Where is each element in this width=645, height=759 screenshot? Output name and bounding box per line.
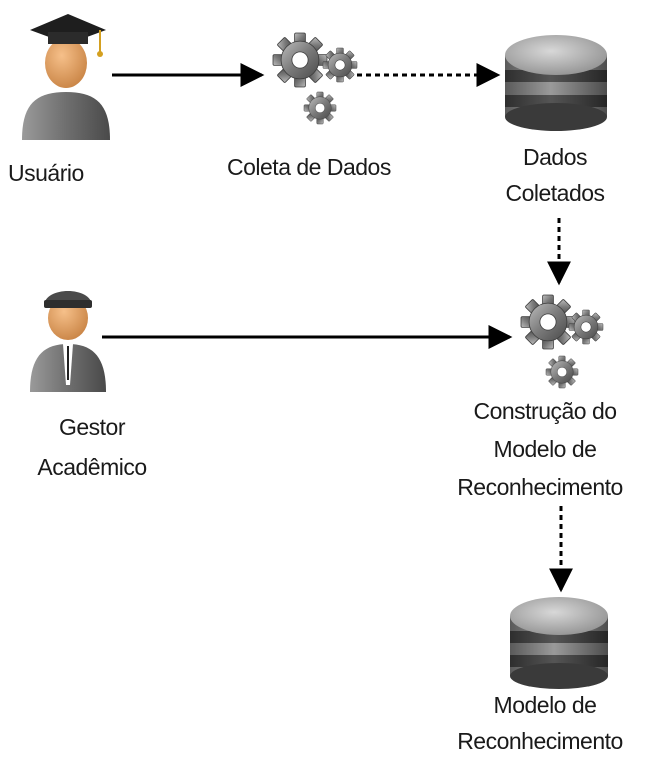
modelo-label-2: Reconhecimento: [457, 728, 623, 754]
database-icon: [505, 35, 607, 131]
construcao-label-3: Reconhecimento: [457, 474, 623, 500]
dados-coletados-label-2: Coletados: [505, 180, 605, 206]
officer-user-icon: [30, 291, 106, 392]
usuario-label: Usuário: [8, 160, 84, 186]
coleta-label: Coleta de Dados: [227, 154, 391, 180]
gears-icon: [272, 32, 358, 125]
construcao-label-1: Construção do: [473, 398, 617, 424]
gestor-label-2: Acadêmico: [37, 454, 147, 480]
database-icon: [510, 597, 608, 689]
gears-icon: [520, 294, 604, 389]
graduate-user-icon: [22, 14, 110, 140]
construcao-label-2: Modelo de: [493, 436, 597, 462]
gestor-label-1: Gestor: [58, 414, 126, 440]
modelo-label-1: Modelo de: [493, 692, 597, 718]
dados-coletados-label-1: Dados: [523, 144, 587, 170]
